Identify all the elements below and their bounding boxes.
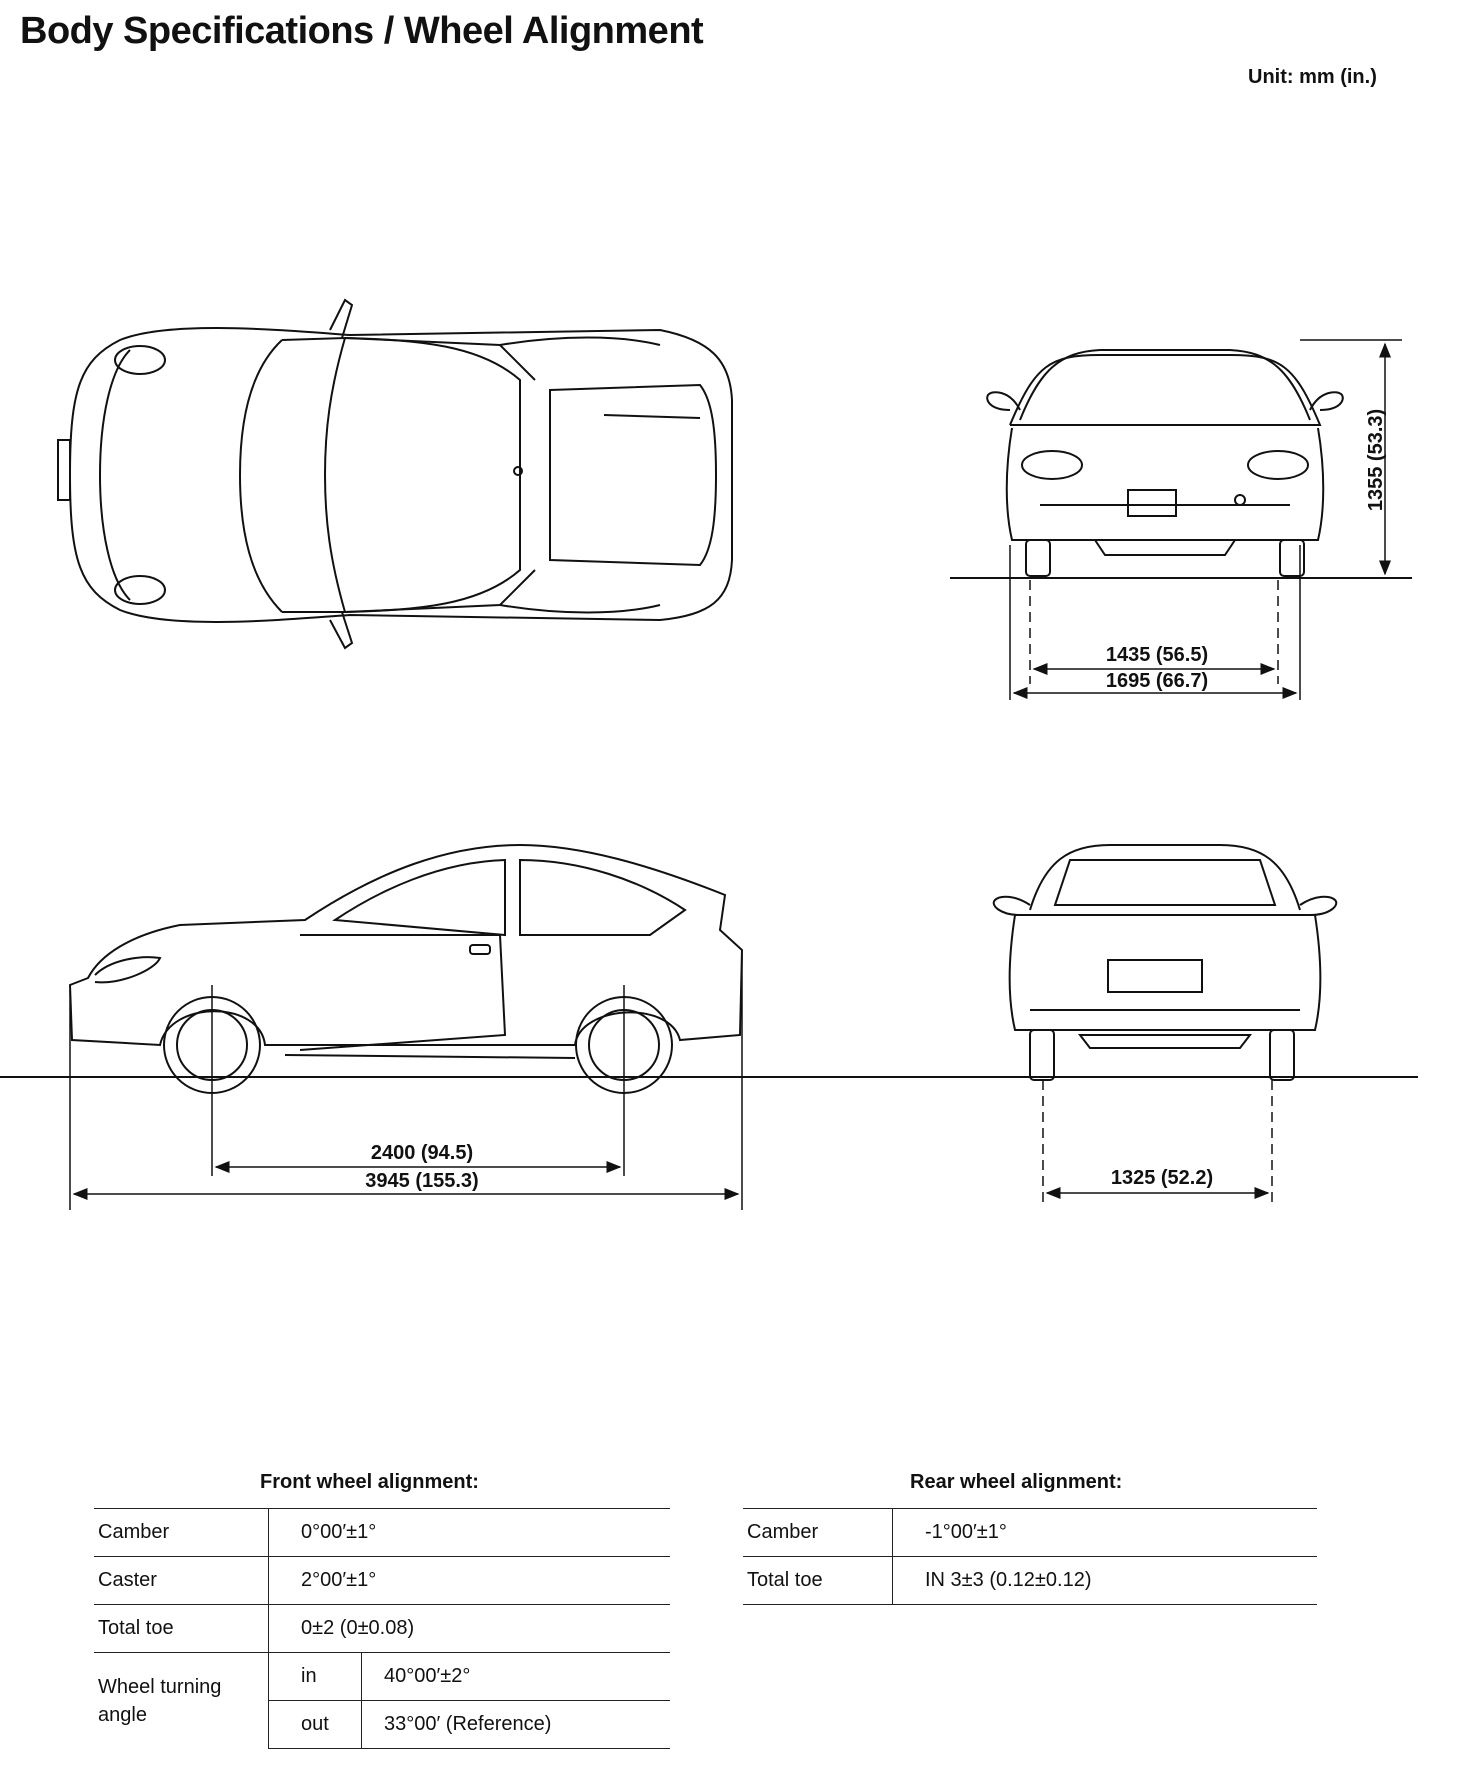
- top-view-car: [57, 298, 733, 650]
- front-tread-dimension: [1029, 580, 1279, 684]
- overall-width-dimension: [1009, 545, 1301, 700]
- front-camber-label: Camber: [94, 1508, 269, 1557]
- table-row: Caster 2°00′±1°: [94, 1556, 670, 1605]
- table-row: Camber 0°00′±1°: [94, 1508, 670, 1557]
- unit-label: Unit: mm (in.): [1248, 66, 1377, 88]
- front-toe-label: Total toe: [94, 1604, 269, 1653]
- front-tread-label: 1435 (56.5): [1106, 644, 1208, 666]
- rear-camber-value: -1°00′±1°: [892, 1508, 1317, 1557]
- table-row: Wheel turning angle in 40°00′±2°: [94, 1652, 670, 1749]
- rear-camber-label: Camber: [743, 1508, 893, 1557]
- side-view-car: [68, 843, 744, 1094]
- rear-alignment-title: Rear wheel alignment:: [910, 1471, 1123, 1493]
- rear-view-car: [992, 844, 1338, 1081]
- wheel-turning-angle-label: Wheel turning angle: [94, 1652, 269, 1749]
- rear-tread-dimension: [1042, 1080, 1273, 1202]
- front-view-car: [986, 349, 1344, 577]
- rear-toe-value: IN 3±3 (0.12±0.12): [892, 1556, 1317, 1605]
- turning-in-label: in: [268, 1652, 362, 1701]
- height-dimension-label: 1355 (53.3): [1365, 409, 1387, 511]
- height-dimension: [1300, 339, 1402, 576]
- rear-tread-label: 1325 (52.2): [1111, 1167, 1213, 1189]
- page-title: Body Specifications / Wheel Alignment: [20, 10, 704, 52]
- table-row: Total toe 0±2 (0±0.08): [94, 1604, 670, 1653]
- overall-length-dimension: [69, 955, 743, 1210]
- front-caster-value: 2°00′±1°: [268, 1556, 670, 1605]
- front-alignment-title: Front wheel alignment:: [260, 1471, 479, 1493]
- table-row: Camber -1°00′±1°: [743, 1508, 1317, 1557]
- vehicle-dimension-drawing: 1355 (53.3) 1435 (56.5) 1695 (66.7) 2400…: [0, 298, 1418, 1210]
- table-row: out 33°00′ (Reference): [94, 1700, 670, 1749]
- overall-width-label: 1695 (66.7): [1106, 670, 1208, 692]
- front-toe-value: 0±2 (0±0.08): [268, 1604, 670, 1653]
- front-camber-value: 0°00′±1°: [268, 1508, 670, 1557]
- front-alignment-table: Camber 0°00′±1° Caster 2°00′±1° Total to…: [94, 1508, 670, 1749]
- front-caster-label: Caster: [94, 1556, 269, 1605]
- turning-out-label: out: [268, 1700, 362, 1749]
- table-row: Total toe IN 3±3 (0.12±0.12): [743, 1556, 1317, 1605]
- rear-toe-label: Total toe: [743, 1556, 893, 1605]
- overall-length-label: 3945 (155.3): [365, 1170, 478, 1192]
- rear-alignment-table: Camber -1°00′±1° Total toe IN 3±3 (0.12±…: [743, 1508, 1317, 1605]
- wheelbase-label: 2400 (94.5): [371, 1142, 473, 1164]
- turning-in-value: 40°00′±2°: [361, 1652, 670, 1701]
- turning-out-value: 33°00′ (Reference): [361, 1700, 670, 1749]
- wheelbase-dimension: [211, 985, 625, 1176]
